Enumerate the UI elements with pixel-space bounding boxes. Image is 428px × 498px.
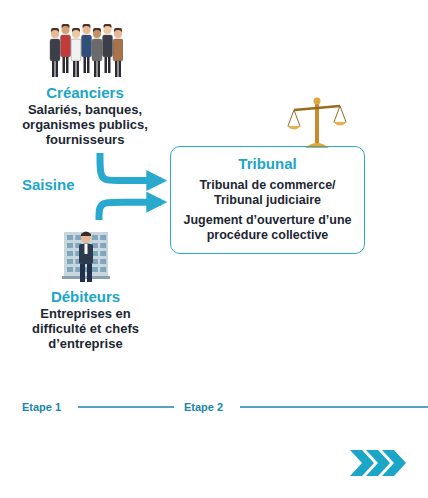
debtor-icon <box>62 226 110 284</box>
node-heading: Créanciers <box>10 84 160 102</box>
tribunal-box: TribunalTribunal de commerce/ Tribunal j… <box>170 146 365 254</box>
scale-icon <box>287 98 347 149</box>
node-heading: Tribunal <box>179 155 356 173</box>
node-body: Jugement d’ouverture d’une procédure col… <box>179 213 356 243</box>
node-heading: Débiteurs <box>18 288 153 306</box>
action-label: Saisine <box>22 176 75 193</box>
creditors-icon <box>47 22 123 80</box>
node-body: Salariés, banques, organismes publics, f… <box>10 102 160 147</box>
node-body: Entreprises en difficulté et chefs d’ent… <box>18 306 153 351</box>
node-body: Tribunal de commerce/ Tribunal judiciair… <box>179 178 356 208</box>
referral-arrow <box>100 153 161 181</box>
step-label: Etape 1 <box>22 401 61 413</box>
step-label: Etape 2 <box>184 401 223 413</box>
party-group: CréanciersSalariés, banques, organismes … <box>10 22 160 147</box>
next-chevrons <box>350 450 406 476</box>
timeline <box>78 406 428 407</box>
referral-arrow <box>99 202 161 220</box>
party-group: DébiteursEntreprises en difficulté et ch… <box>18 226 153 351</box>
